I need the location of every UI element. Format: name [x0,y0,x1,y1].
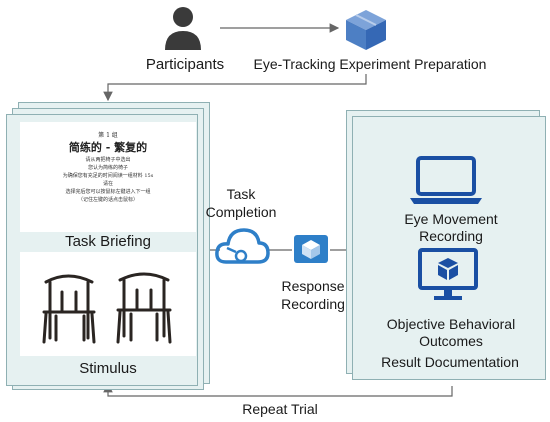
repeat-trial-label: Repeat Trial [242,401,318,417]
result-documentation-label: Result Documentation [381,354,519,370]
preparation-label: Eye-Tracking Experiment Preparation [253,56,487,72]
briefing-card-title: 简练的 - 繁复的 [68,141,148,154]
response-recording-label-2: Recording [281,296,345,312]
briefing-card-number: 第 1 组 [98,132,118,139]
repeat-trial-arrow [103,382,453,397]
briefing-card-line: （记住左键的话点击鼠标） [77,197,138,203]
briefing-card-line: 请在 [102,181,113,187]
response-recording-label-1: Response [281,278,345,294]
briefing-card-line: 选择完后您可以按鼠标左键进入下一组 [65,189,151,195]
task-briefing-label: Task Briefing [65,233,151,250]
behavioral-label-1: Objective Behavioral [386,316,516,332]
eye-movement-label-1: Eye Movement [404,211,498,227]
stimulus-label: Stimulus [79,360,137,377]
briefing-card-line: 请从两把椅子中选出 [85,157,131,163]
eye-movement-label-2: Recording [419,228,483,244]
task-completion-label-1: Task [226,186,256,202]
briefing-card: 第 1 组 简练的 - 繁复的 请从两把椅子中选出 您认为简练的椅子 为确保您有… [20,122,196,232]
participants-label: Participants [145,56,225,73]
preparation-to-briefing-arrow [103,74,367,102]
briefing-card-line: 为确保您有充足的时间阅读一组材料 15s [62,173,154,179]
behavioral-label-2: Outcomes [419,333,483,349]
briefing-card-line: 您认为简练的椅子 [87,165,128,171]
task-completion-label-2: Completion [205,204,277,220]
